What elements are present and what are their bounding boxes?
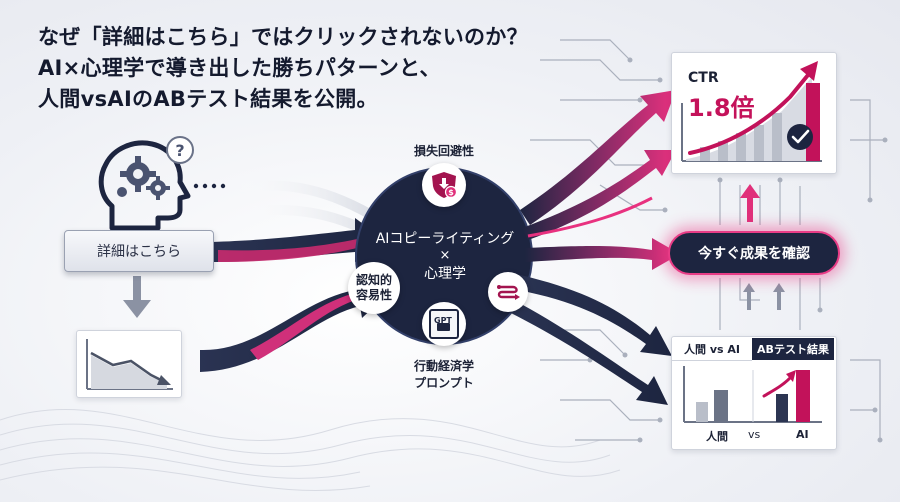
behavioral-prompt-label: 行動経済学 プロンプト: [413, 359, 474, 390]
ctr-bar-1: [700, 147, 710, 161]
output-flows: [505, 90, 680, 405]
gpt-document-icon: GPT: [429, 309, 459, 339]
question-bubble: ?: [166, 136, 194, 164]
ab-tab-result: ABテスト結果: [752, 338, 834, 360]
hub-line-2: ×: [439, 248, 451, 263]
detail-button[interactable]: 詳細はこちら: [64, 230, 214, 272]
cta-button[interactable]: 今すぐ成果を確認: [668, 231, 840, 275]
ctr-arrow-head: [800, 61, 818, 81]
ctr-growth-chart: [681, 61, 822, 162]
flow-arrow-lower-accent: [250, 292, 362, 360]
terminal-icon: [437, 323, 450, 331]
declining-chart-icon: [86, 339, 173, 390]
ctr-bar-2: [718, 141, 728, 161]
loop-arrow-icon: [497, 285, 520, 300]
declining-chart-card: [76, 330, 182, 398]
headline: なぜ「詳細はこちら」ではクリックされないのか？ AI×心理学で導き出した勝ちパタ…: [38, 22, 528, 115]
ab-bar-human-1: [696, 402, 708, 422]
loop-bubble: [488, 272, 528, 312]
down-arrow: [123, 276, 151, 318]
cognitive-ease-bubble: 認知的 容易性: [348, 262, 400, 314]
ctr-bar-6: [806, 83, 820, 161]
ctr-bar-5: [772, 113, 782, 161]
hub-line-3: 心理学: [424, 266, 466, 282]
dotted-lead: [193, 183, 226, 189]
ctr-label: CTR: [688, 70, 719, 86]
headline-line-3: 人間vsAIのABテスト結果を公開。: [38, 87, 378, 111]
headline-line-2: AI×心理学で導き出した勝ちパターンと、: [38, 56, 441, 80]
gpt-bubble: GPT: [422, 302, 466, 346]
svg-text:$: $: [448, 188, 454, 197]
circuit-nodes: [587, 57, 888, 443]
circuit-lines: [530, 39, 885, 441]
check-icon: [787, 124, 813, 150]
cognitive-ease-label: 認知的 容易性: [355, 273, 392, 302]
ab-bar-ai-2: [796, 370, 810, 422]
ab-x-human: 人間: [706, 430, 728, 443]
hub-line-1: AIコピーライティング: [375, 231, 515, 247]
ab-x-vs: vs: [748, 428, 761, 441]
background-waves: [0, 409, 621, 491]
ctr-value: 1.8倍: [688, 94, 755, 122]
hub-title: AIコピーライティング × 心理学: [360, 228, 530, 283]
cta-down-arrows: [743, 283, 785, 310]
shield-icon: $: [432, 172, 458, 199]
loss-aversion-label: 損失回避性: [413, 144, 474, 158]
ab-x-ai: AI: [796, 428, 809, 441]
detail-button-label: 詳細はこちら: [97, 244, 181, 260]
ab-tab-human: 人間 vs AI: [672, 338, 752, 361]
ab-comparison-chart: [683, 366, 822, 423]
headline-line-1: なぜ「詳細はこちら」ではクリックされないのか？: [38, 25, 528, 49]
ab-bar-ai-1: [776, 394, 788, 422]
hub-circle: [356, 168, 532, 344]
flow-arrow-magenta: [218, 236, 372, 262]
thinking-head-icon: [98, 140, 191, 231]
ctr-bar-4: [754, 125, 764, 161]
loss-aversion-bubble: $: [422, 163, 466, 207]
ab-arrow-head: [786, 370, 796, 382]
question-mark: ?: [175, 140, 185, 160]
cta-button-label: 今すぐ成果を確認: [698, 246, 810, 262]
gpt-badge: GPT: [434, 316, 452, 325]
ctr-bar-3: [736, 133, 746, 161]
cta-up-arrow: [740, 184, 760, 222]
ab-bar-human-2: [714, 390, 728, 422]
